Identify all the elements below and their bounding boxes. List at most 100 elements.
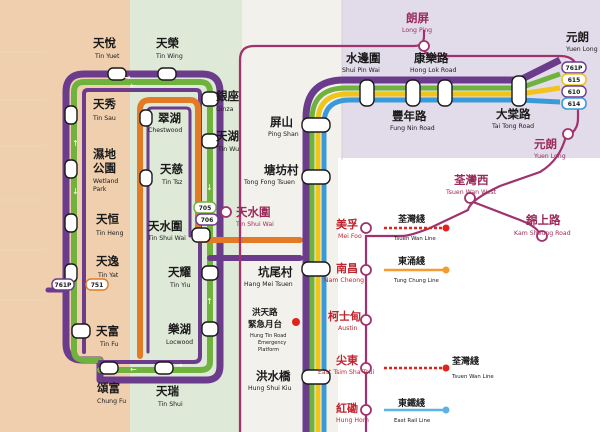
stop-ping-shan — [301, 117, 331, 133]
label-yuen-long-wr-en: Yuen Long — [533, 153, 566, 160]
badge-705: 705 — [199, 205, 212, 212]
station-tin-shui-wai-wr — [220, 206, 232, 218]
label-hung-shui-kiu-zh: 洪水橋 — [256, 369, 291, 383]
label-tsuen-wan-line-2-zh: 荃灣綫 — [452, 355, 479, 367]
stop-hang-mei-tsuen — [301, 261, 331, 277]
label-tin-yiu-zh: 天耀 — [168, 265, 191, 279]
label-nam-cheong-zh: 南昌 — [336, 261, 358, 275]
label-hong-lok-zh: 康樂路 — [414, 51, 449, 65]
label-kam-sheung-en: Kam Sheung Road — [514, 230, 571, 237]
interchange-markers — [442, 224, 450, 414]
interchange-stubs — [384, 226, 446, 412]
label-tong-fong-zh: 塘坊村 — [264, 163, 299, 177]
svg-text:↑: ↑ — [206, 297, 213, 306]
station-tsuen-wan-west — [464, 192, 476, 204]
trunk-stops — [301, 75, 527, 385]
label-locwood-en: Locwood — [166, 339, 193, 346]
label-wetland-en1: Wetland — [93, 178, 118, 185]
label-chung-fu-zh: 頌富 — [96, 381, 120, 395]
stop-tin-sau — [64, 105, 78, 125]
label-long-ping-zh: 朗屏 — [406, 11, 429, 25]
label-ping-shan-zh: 屏山 — [270, 115, 293, 129]
stop-tin-shui-wai-lrt — [191, 227, 211, 243]
label-east-rail-line-en: East Rail Line — [394, 418, 431, 424]
stop-fung-nin-road — [405, 79, 421, 107]
label-tsw-lrt-en: Tin Shui Wai — [147, 235, 186, 242]
label-tin-sau-zh: 天秀 — [93, 97, 116, 111]
stop-tin-shui — [154, 361, 174, 375]
lrt-green-loop — [71, 79, 213, 373]
label-tsuen-wan-line-2-en: Tsuen Wan Line — [451, 374, 494, 380]
stop-chung-fu — [99, 361, 119, 375]
stop-tin-wu — [201, 133, 219, 149]
lrt-outer-purple — [62, 70, 224, 384]
badge-614: 614 — [568, 101, 581, 108]
label-tin-fu-zh: 天富 — [96, 324, 119, 338]
label-mei-foo-zh: 美孚 — [336, 217, 358, 231]
badge-761p-left: 761P — [55, 282, 73, 289]
label-chestwood-en: Chestwood — [148, 127, 182, 134]
stop-tin-yuet — [107, 67, 127, 81]
label-mei-foo-en: Mei Foo — [338, 233, 362, 240]
emergency-platform-dot — [292, 318, 300, 326]
west-rail-stations — [220, 40, 574, 416]
route-badges: 761P 751 705 706 761P 615 610 614 — [51, 61, 587, 291]
label-tin-heng-en: Tin Heng — [95, 230, 124, 237]
stop-tai-tong-road — [511, 75, 527, 107]
zone-grid-lines — [0, 51, 46, 301]
svg-text:←: ← — [130, 365, 137, 374]
label-hung-shui-kiu-en: Hung Shui Kiu — [248, 385, 292, 392]
badge-761p-right: 761P — [566, 65, 584, 72]
label-emergency-en3: Platform — [258, 347, 279, 353]
label-shui-pin-wai-en: Shui Pin Wai — [342, 67, 380, 74]
label-tung-chung-line-en: Tung Chung Line — [393, 278, 440, 284]
stop-chestwood — [139, 109, 153, 127]
label-tin-shui-en: Tin Shui — [157, 401, 183, 408]
label-emergency-zh2: 緊急月台 — [248, 319, 283, 330]
label-tin-yuet-zh: 天悅 — [93, 36, 116, 50]
label-wetland-zh2: 公園 — [93, 161, 116, 175]
label-tin-tsz-zh: 天慈 — [160, 162, 183, 176]
station-hung-hom — [360, 404, 372, 416]
label-yuen-long-lrt-zh: 元朗 — [566, 30, 589, 44]
stop-tin-fu — [71, 323, 91, 339]
labels-trunk: 屏山 Ping Shan 塘坊村 Tong Fong Tsuen 天水圍 Tin… — [235, 11, 598, 392]
label-tin-yuet-en: Tin Yuet — [94, 53, 120, 60]
label-austin-zh: 柯士甸 — [328, 309, 361, 323]
svg-text:↑: ↑ — [72, 139, 79, 148]
label-ets-en: East Tsim Sha Tsui — [318, 369, 375, 376]
badge-706: 706 — [201, 217, 214, 224]
label-emergency-zh1: 洪天路 — [252, 307, 278, 318]
label-tsuen-wan-west-en: Tsuen Wan West — [445, 189, 497, 196]
stop-hong-lok-road — [437, 79, 453, 107]
trunk-purple — [302, 56, 562, 432]
label-fung-nin-en: Fung Nin Road — [390, 125, 435, 132]
label-hang-mei-zh: 坑尾村 — [258, 265, 293, 279]
label-wetland-zh1: 濕地 — [93, 147, 116, 161]
badge-610: 610 — [568, 89, 581, 96]
station-long-ping — [418, 40, 430, 52]
label-tsw-wr-en: Tin Shui Wai — [235, 221, 274, 228]
badge-615: 615 — [568, 77, 581, 84]
lrt-orange-loop — [137, 97, 303, 359]
svg-text:→: → — [176, 361, 183, 370]
label-yuen-long-lrt-en: Yuen Long — [565, 46, 598, 53]
stop-ginza — [201, 91, 219, 107]
label-fung-nin-zh: 豐年路 — [392, 109, 427, 123]
label-austin-en: Austin — [338, 325, 358, 332]
label-chung-fu-en: Chung Fu — [97, 398, 126, 405]
labels-west-rail-south: 荃灣西 Tsuen Wan West 錦上路 Kam Sheung Road 美… — [318, 173, 571, 424]
station-east-tsim-sha-tsui — [360, 362, 372, 374]
label-tin-yiu-en: Tin Yiu — [169, 282, 190, 289]
label-hang-mei-en: Hang Mei Tsuen — [244, 281, 293, 288]
label-tin-wing-zh: 天榮 — [156, 36, 179, 50]
label-tin-shui-zh: 天瑞 — [156, 384, 179, 398]
labels-interchange: 荃灣綫 Tsuen Wan Line 東涌綫 Tung Chung Line 荃… — [393, 213, 494, 424]
station-mei-foo — [360, 222, 372, 234]
label-tsuen-wan-line-1-zh: 荃灣綫 — [398, 213, 425, 225]
badge-751: 751 — [91, 282, 104, 289]
svg-text:↓: ↓ — [72, 187, 79, 196]
label-east-rail-line-zh: 東鐵綫 — [398, 397, 425, 409]
direction-arrows: →← ↑↓ →← ↑↓ — [72, 73, 213, 374]
